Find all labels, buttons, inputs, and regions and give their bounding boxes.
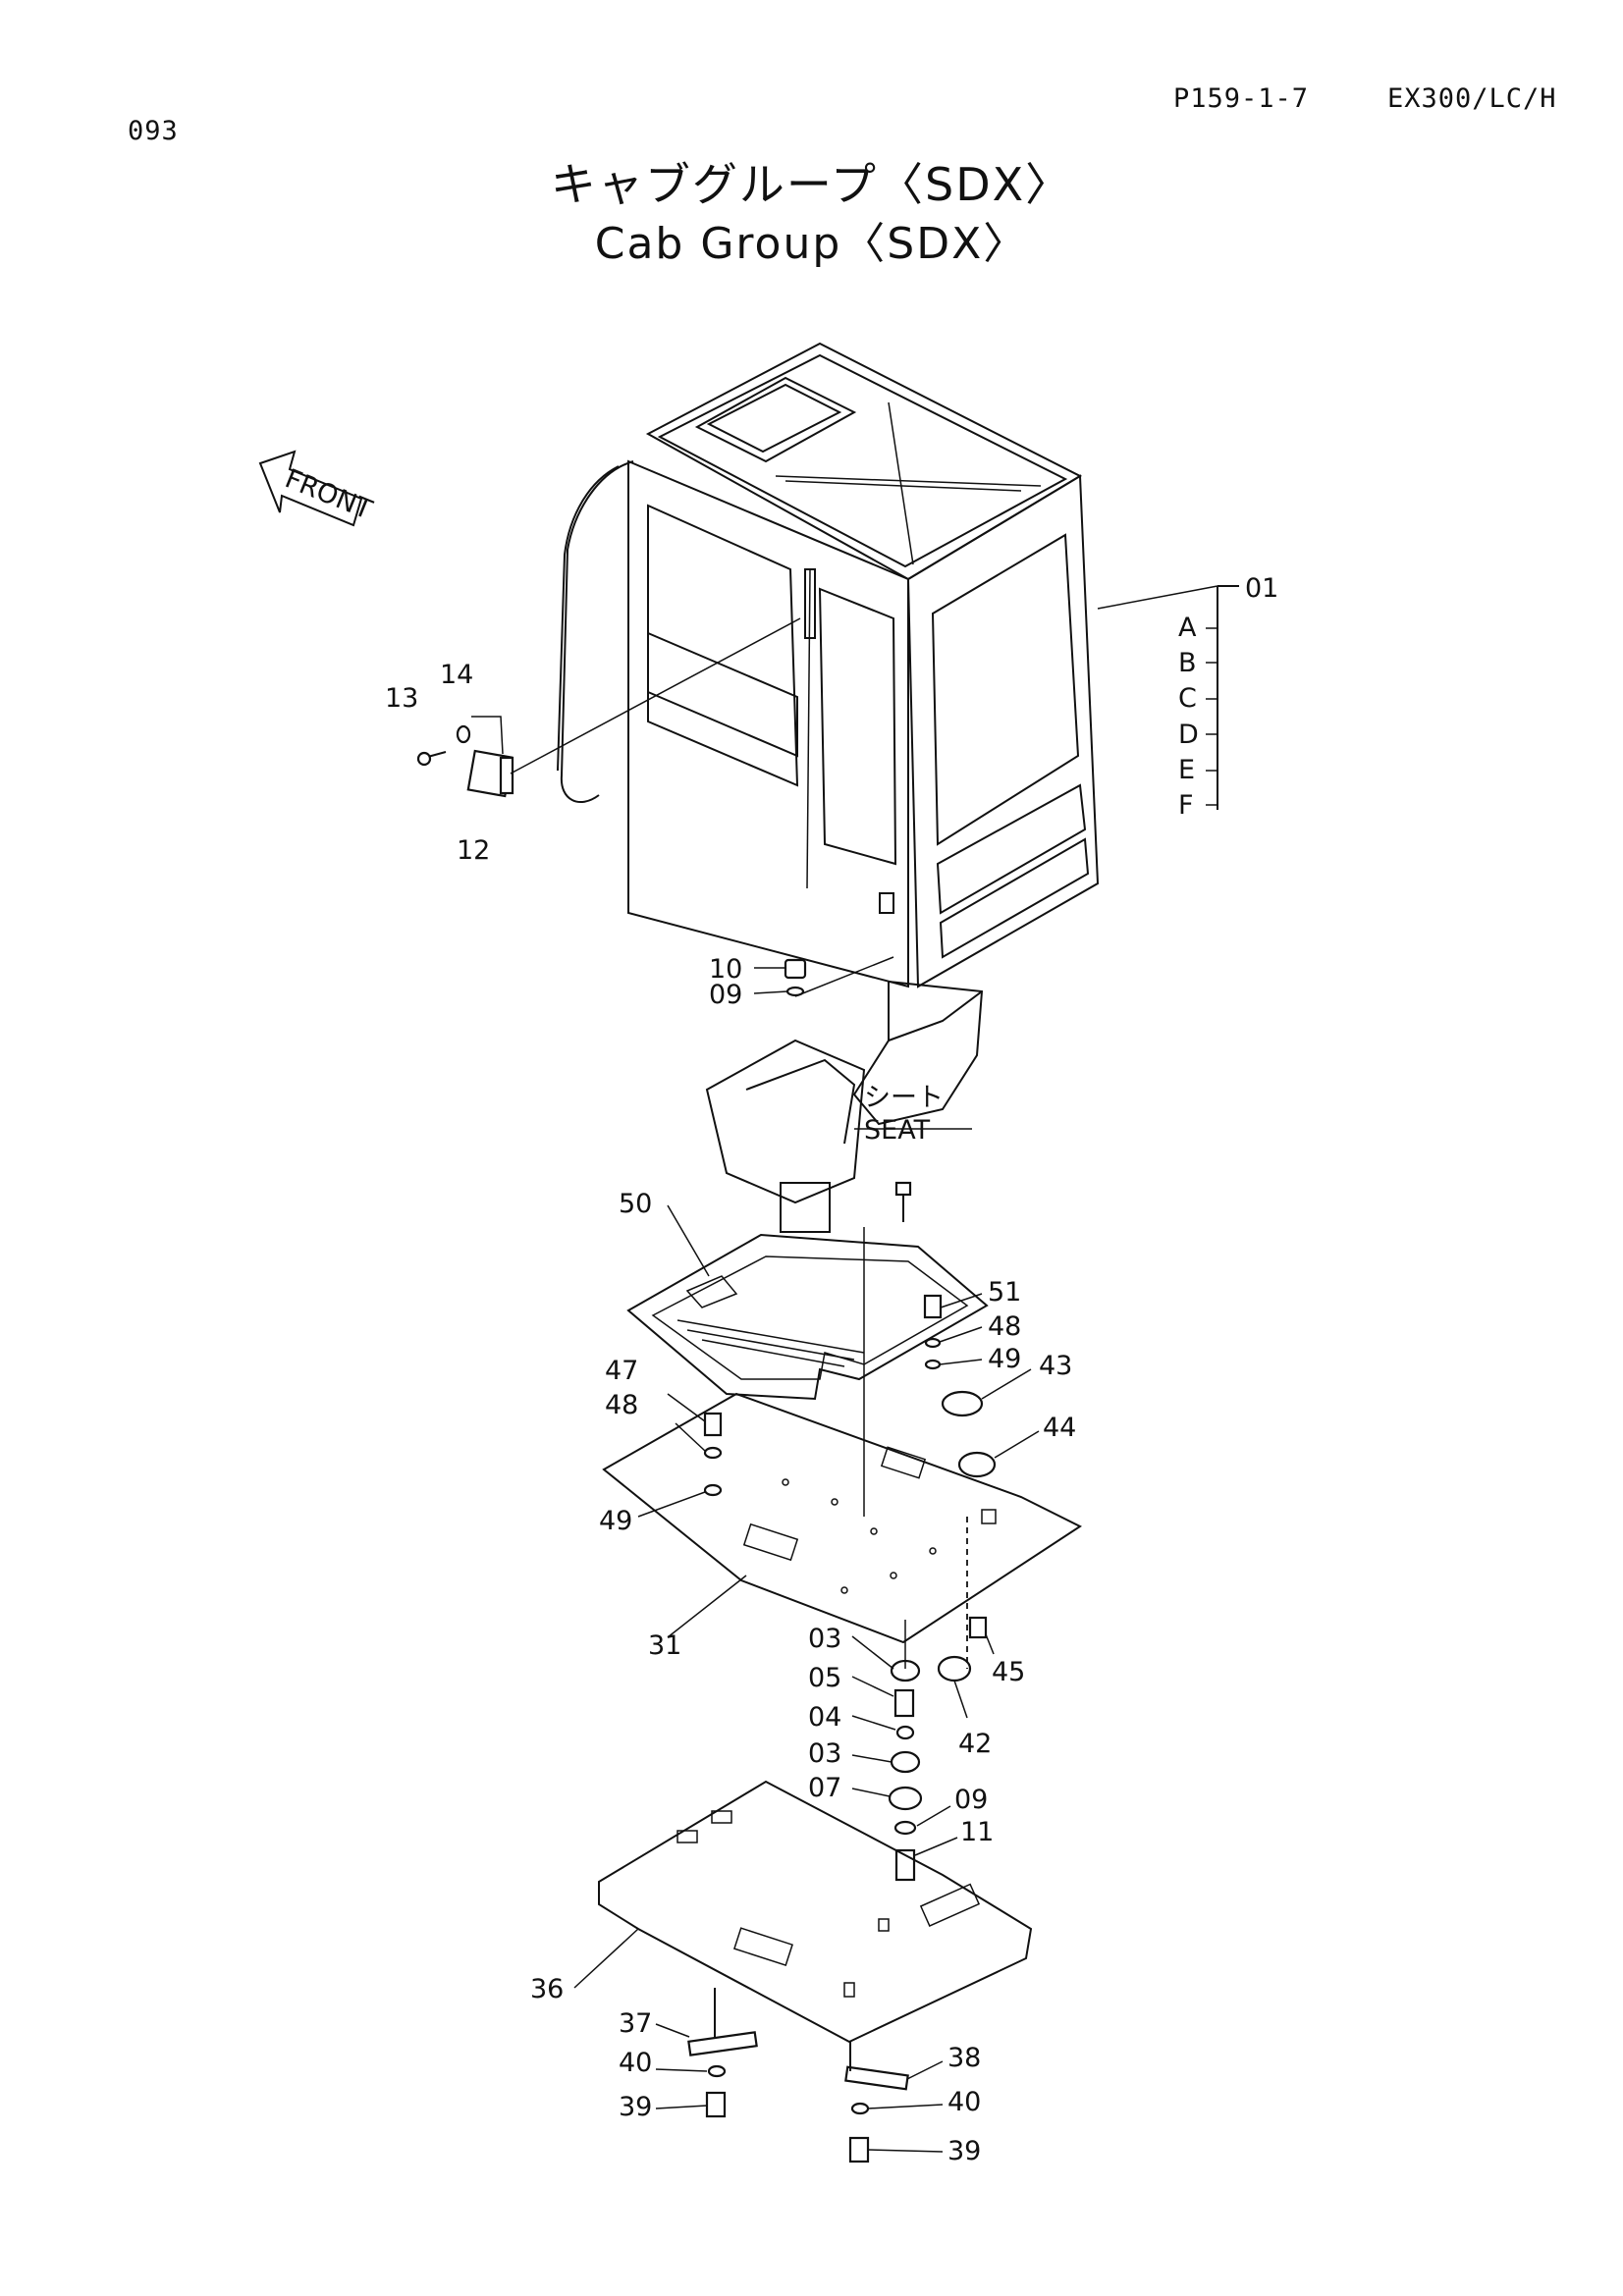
page-number: 093 xyxy=(128,116,179,146)
front-label: FRONT xyxy=(281,463,377,525)
callout-09: 09 xyxy=(709,980,742,1010)
callout-36: 36 xyxy=(530,1974,564,2004)
callout-C: C xyxy=(1178,683,1197,714)
callout-49: 49 xyxy=(988,1344,1021,1374)
model-code: EX300/LC/H xyxy=(1387,83,1557,114)
callout-07: 07 xyxy=(808,1773,841,1803)
callout-31: 31 xyxy=(648,1630,681,1661)
callout-14: 14 xyxy=(440,660,473,690)
callout-40: 40 xyxy=(619,2048,652,2078)
callout-43: 43 xyxy=(1039,1351,1072,1381)
cab-mount-nut-group: 10 09 xyxy=(709,954,894,1010)
document-code: P159-1-7 xyxy=(1173,83,1310,114)
base-bracket-group-left: 37 40 39 xyxy=(619,1988,758,2122)
cab-damper-group: 43 44 xyxy=(941,1351,1076,1478)
floor-plate: 31 xyxy=(602,1392,1083,1661)
callout-13: 13 xyxy=(385,683,418,714)
side-damper-group: 45 42 xyxy=(937,1517,1025,1759)
callout-09-lower: 09 xyxy=(954,1785,988,1815)
callout-38: 38 xyxy=(947,2043,981,2073)
callout-04: 04 xyxy=(808,1702,841,1733)
mat-fastener-group-right: 51 48 49 xyxy=(923,1277,1021,1374)
callout-10: 10 xyxy=(709,954,742,985)
cab-assembly xyxy=(557,342,1218,988)
seat-label-english: SEAT xyxy=(864,1115,931,1146)
callout-44: 44 xyxy=(1043,1413,1076,1443)
callout-12: 12 xyxy=(457,835,490,866)
callout-03-lower: 03 xyxy=(808,1738,841,1769)
base-plate: 36 xyxy=(530,1780,1033,2044)
callout-48-left: 48 xyxy=(605,1390,638,1420)
callout-01: 01 xyxy=(1245,573,1278,604)
callout-40-right: 40 xyxy=(947,2087,981,2117)
callout-B: B xyxy=(1178,648,1197,678)
callout-03: 03 xyxy=(808,1624,841,1654)
callout-37: 37 xyxy=(619,2008,652,2039)
callout-A: A xyxy=(1178,613,1197,643)
seat-label-japanese: シート xyxy=(864,1083,944,1113)
base-bracket-group-right: 38 40 39 xyxy=(844,2042,981,2166)
callout-47: 47 xyxy=(605,1356,638,1386)
callout-05: 05 xyxy=(808,1663,841,1693)
callout-F: F xyxy=(1178,790,1194,821)
callout-50: 50 xyxy=(619,1189,652,1219)
assembly-variant-bracket: 01 A B C D E F xyxy=(1178,573,1278,821)
seat: シート SEAT xyxy=(705,980,984,1233)
door-catch-group: 13 14 12 xyxy=(385,617,801,866)
callout-39: 39 xyxy=(619,2092,652,2122)
callout-45: 45 xyxy=(992,1657,1025,1687)
callout-48: 48 xyxy=(988,1311,1021,1342)
callout-39-right: 39 xyxy=(947,2136,981,2166)
title-english: Cab Group〈SDX〉 xyxy=(594,219,1029,269)
callout-51: 51 xyxy=(988,1277,1021,1308)
center-mount-stack: 03 05 04 03 07 09 11 xyxy=(808,1624,994,1882)
callout-49-left: 49 xyxy=(599,1506,632,1536)
title-japanese: キャブグループ〈SDX〉 xyxy=(550,158,1073,211)
front-direction-arrow-icon: FRONT xyxy=(258,450,377,527)
callout-11: 11 xyxy=(960,1817,994,1847)
callout-D: D xyxy=(1178,720,1199,750)
callout-42: 42 xyxy=(958,1729,992,1759)
mat-fastener-group-left: 47 48 49 xyxy=(599,1356,723,1536)
callout-E: E xyxy=(1178,755,1195,785)
